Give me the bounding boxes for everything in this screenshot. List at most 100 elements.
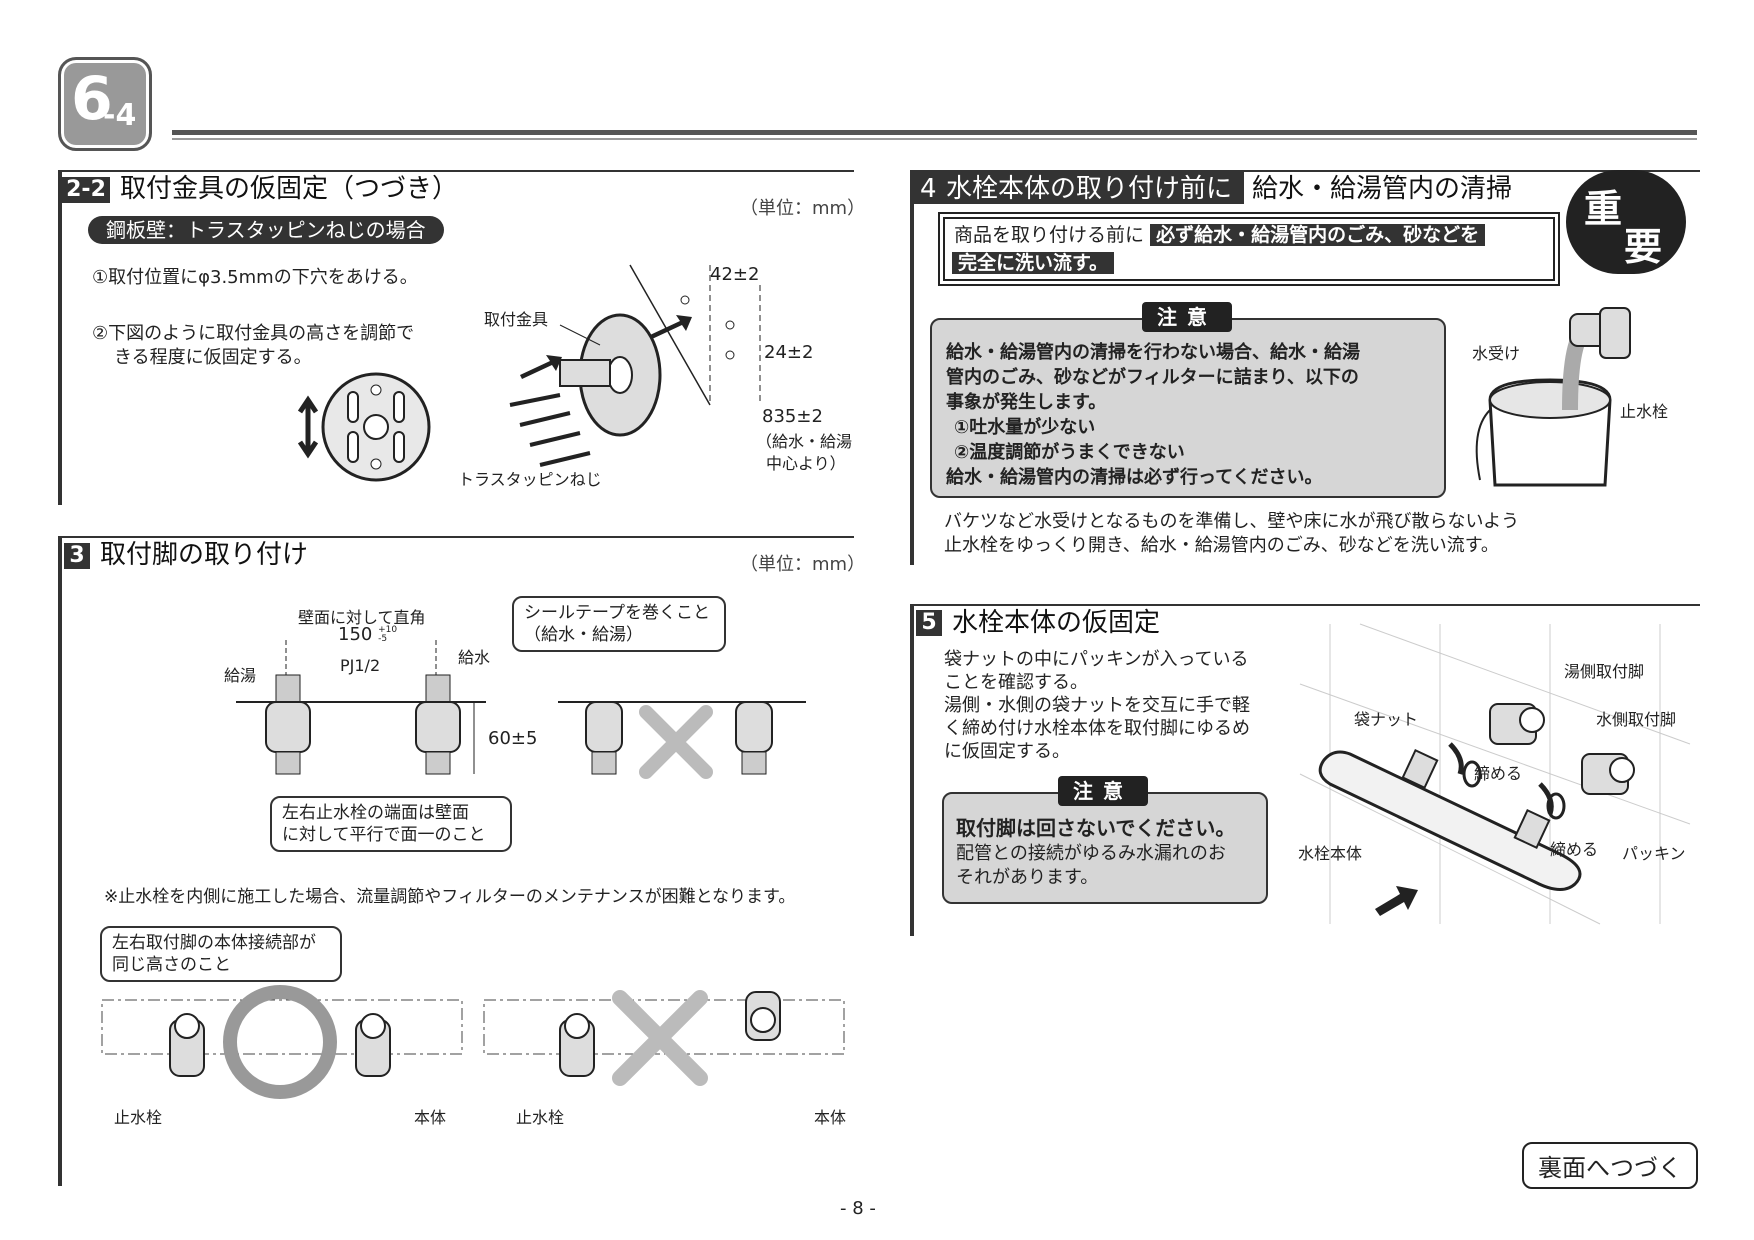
section-4-caution-tag: 注意 xyxy=(1142,302,1232,332)
label-stop-valve-b: 止水栓 xyxy=(516,1108,565,1127)
section-4-body-line1: バケツなど水受けとなるものを準備し、壁や床に水が飛び散らないよう xyxy=(944,511,1520,532)
faucet-body-diagram xyxy=(1299,623,1691,925)
section-2-2-step2-line1: ②下図のように取付金具の高さを調節で xyxy=(92,323,415,344)
label-right-angle: 壁面に対して直角 xyxy=(298,608,426,627)
section-5-header xyxy=(910,604,1700,606)
section-4-caution-item1: ①吐水量が少ない xyxy=(954,417,1096,438)
section-2-2-step1: ①取付位置にφ3.5mmの下穴をあける。 xyxy=(92,267,418,288)
section-4-caution-box xyxy=(930,318,1446,498)
section-3-bar xyxy=(58,536,62,1186)
section-4-title-highlight: 水栓本体の取り付け前に xyxy=(946,174,1233,204)
important-badge: 重 要 xyxy=(1566,170,1686,274)
label-tighten-2: 締める xyxy=(1550,840,1599,859)
label-bracket: 取付金具 xyxy=(484,310,549,329)
callout-height-line1: 左右取付脚の本体接続部が xyxy=(112,933,316,953)
section-2-2-header xyxy=(58,170,854,172)
dim-150: 150 +10 -5 xyxy=(338,624,397,645)
section-5-body-line5: に仮固定する。 xyxy=(944,741,1070,762)
section-2-2-title: 取付金具の仮固定（つづき） xyxy=(120,174,459,204)
section-5-body-line3: 湯側・水側の袋ナットを交互に手で軽 xyxy=(944,695,1250,716)
section-5-caution-text: 取付脚は回さないでください。 配管との接続がゆるみ水漏れのお それがあります。 xyxy=(956,814,1235,890)
section-4-caution-text: 給水・給湯管内の清掃を行わない場合、給水・給湯 管内のごみ、砂などがフィルターに… xyxy=(946,340,1360,490)
section-5-caution-line2: それがあります。 xyxy=(956,867,1099,888)
section-2-2-number: 2-2 xyxy=(62,177,110,203)
stop-valve-diagram xyxy=(236,640,806,779)
important-badge-1: 重 xyxy=(1584,187,1623,231)
pre-install-bold-1: 必ず給水・給湯管内のごみ、砂などを xyxy=(1150,224,1486,246)
section-3-title: 取付脚の取り付け xyxy=(100,540,309,570)
section-5-body-line4: く締め付け水栓本体を取付脚にゆるめ xyxy=(944,718,1250,739)
callout-parallel-line1: 左右止水栓の端面は壁面 xyxy=(282,803,469,823)
section-4-caution-line1: 給水・給湯管内の清掃を行わない場合、給水・給湯 xyxy=(946,342,1360,363)
callout-height: 左右取付脚の本体接続部が 同じ高さのこと xyxy=(100,926,342,982)
section-5-caution-line1: 配管との接続がゆるみ水漏れのお xyxy=(956,843,1226,864)
leg-height-diagram xyxy=(101,985,845,1099)
section-5-caution-bold: 取付脚は回さないでください。 xyxy=(956,816,1236,840)
section-5-body: 袋ナットの中にパッキンが入っている ことを確認する。 湯側・水側の袋ナットを交互… xyxy=(944,648,1274,763)
callout-seal-tape: シールテープを巻くこと （給水・給湯） xyxy=(512,596,726,652)
section-4-title-band xyxy=(914,172,1244,204)
label-bucket: 水受け xyxy=(1472,344,1521,363)
section-4-caution-line3: 事象が発生します。 xyxy=(946,392,1107,413)
header-rule-thin xyxy=(172,138,1697,140)
label-cold: 給水 xyxy=(458,648,491,667)
dim-150-value: 150 xyxy=(338,624,373,645)
pre-install-prefix: 商品を取り付ける前に xyxy=(954,224,1145,246)
page-badge-major: 6 xyxy=(71,64,113,134)
section-5-body-line1: 袋ナットの中にパッキンが入っている xyxy=(944,649,1249,670)
dim-60: 60±5 xyxy=(488,728,538,749)
section-5-caution-box xyxy=(942,792,1268,904)
callout-seal-line2: （給水・給湯） xyxy=(524,625,643,645)
label-hot: 給湯 xyxy=(224,666,257,685)
label-cold-leg: 水側取付脚 xyxy=(1596,710,1677,729)
label-pj: PJ1/2 xyxy=(340,656,381,675)
section-4-bar xyxy=(910,170,914,565)
section-5-caution-tag: 注意 xyxy=(1058,776,1148,806)
label-packing: パッキン xyxy=(1622,844,1686,863)
important-badge-2: 要 xyxy=(1624,225,1663,269)
section-3-header xyxy=(58,536,854,538)
label-body-b: 本体 xyxy=(814,1108,847,1127)
page-badge: 6 -4 xyxy=(58,57,152,151)
pre-install-line2: 完全に洗い流す。 xyxy=(952,252,1115,275)
section-4-header xyxy=(910,170,1700,172)
section-4-caution-line2: 管内のごみ、砂などがフィルターに詰まり、以下の xyxy=(946,367,1359,388)
continue-label: 裏面へつづく xyxy=(1522,1142,1698,1189)
dim-24: 24±2 xyxy=(764,342,814,363)
label-nut: 袋ナット xyxy=(1354,710,1419,729)
dim-835-note2: 中心より） xyxy=(766,454,846,473)
section-4-caution-line4: 給水・給湯管内の清掃は必ず行ってください。 xyxy=(946,467,1323,488)
bracket-plate-diagram xyxy=(297,372,431,482)
section-5-bar xyxy=(910,604,914,936)
label-stop-valve-section4: 止水栓 xyxy=(1620,402,1669,421)
section-2-2-pill: 鋼板壁：トラスタッピンねじの場合 xyxy=(88,216,444,244)
bracket-screw-diagram xyxy=(509,264,761,467)
dim-835-note1: （給水・給湯 xyxy=(756,432,853,451)
bucket-flush-diagram xyxy=(1475,307,1631,487)
section-4-title-rest: 給水・給湯管内の清掃 xyxy=(1252,174,1513,204)
section-2-2-step2-line2: きる程度に仮固定する。 xyxy=(114,347,312,368)
section-3-unit: （単位：mm） xyxy=(740,554,866,575)
callout-seal-line1: シールテープを巻くこと xyxy=(524,603,710,623)
dim-150-tolerance: +10 -5 xyxy=(378,626,397,644)
dim-835: 835±2 xyxy=(762,406,823,427)
page-number: - 8 - xyxy=(840,1198,876,1219)
callout-height-line2: 同じ高さのこと xyxy=(112,955,231,975)
label-faucet-body: 水栓本体 xyxy=(1298,844,1363,863)
section-5-body-line2: ことを確認する。 xyxy=(944,672,1088,693)
section-3-number: 3 xyxy=(64,543,90,569)
dim-42: 42±2 xyxy=(710,264,760,285)
section-5-number: 5 xyxy=(916,610,942,636)
header-rule xyxy=(172,130,1697,135)
label-stop-valve-a: 止水栓 xyxy=(114,1108,163,1127)
section-2-2-unit: （単位：mm） xyxy=(740,198,866,219)
section-4-number: 4 xyxy=(920,174,937,204)
dim-150-tol-minus: -5 xyxy=(378,634,388,644)
section-4-caution-item2: ②温度調節がうまくできない xyxy=(954,442,1185,463)
dim-150-tol-plus: +10 xyxy=(378,625,398,635)
section-3-note: ※止水栓を内側に施工した場合、流量調節やフィルターのメンテナンスが困難となります… xyxy=(104,887,796,907)
label-hot-leg: 湯側取付脚 xyxy=(1564,662,1645,681)
section-4-body-line2: 止水栓をゆっくり開き、給水・給湯管内のごみ、砂などを洗い流す。 xyxy=(944,535,1499,556)
section-2-2-bar xyxy=(58,170,62,505)
pre-install-box: 商品を取り付ける前に 必ず給水・給湯管内のごみ、砂などを 完全に洗い流す。 xyxy=(938,212,1560,286)
